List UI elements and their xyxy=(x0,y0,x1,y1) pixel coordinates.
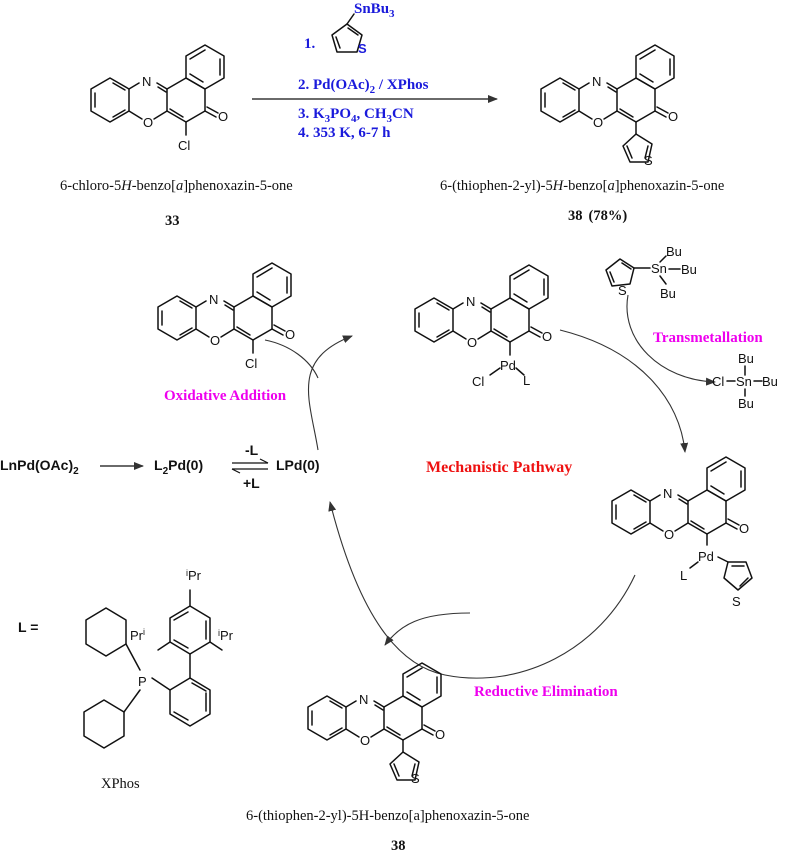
cycle-product-number: 38 xyxy=(391,838,406,854)
svg-text:S: S xyxy=(358,41,367,56)
svg-text:Pd: Pd xyxy=(698,549,714,564)
svg-text:Bu: Bu xyxy=(660,286,676,301)
svg-text:S: S xyxy=(732,594,741,609)
svg-text:L: L xyxy=(680,568,687,583)
svg-text:Sn: Sn xyxy=(651,261,667,276)
step-3: 3. K3PO4, CH3CN xyxy=(298,106,414,125)
transmetallation-arrow xyxy=(626,294,716,386)
l2pd0-label: L2Pd(0) xyxy=(154,457,203,477)
svg-text:Bu: Bu xyxy=(762,374,778,389)
step-1: 1. xyxy=(304,36,316,52)
cycle-arc-top-left xyxy=(307,335,353,451)
mechanistic-pathway-title: Mechanistic Pathway xyxy=(426,459,572,476)
transmetallation-label: Transmetallation xyxy=(653,330,763,346)
svg-text:Pd: Pd xyxy=(500,358,516,373)
svg-text:Cl: Cl xyxy=(472,374,484,389)
lpd0-label: LPd(0) xyxy=(276,457,320,473)
oxidative-addition-label: Oxidative Addition xyxy=(164,388,287,404)
cycle-substrate-33: Cl xyxy=(157,262,296,371)
pd-chloride-intermediate: Pd Cl L xyxy=(414,264,553,389)
chlorotributyltin-byproduct: Cl Sn Bu Bu Bu xyxy=(712,351,778,411)
product-38-number-yield: 38(78%) xyxy=(568,208,627,224)
svg-text:S: S xyxy=(644,153,653,168)
svg-text:S: S xyxy=(618,283,627,298)
tributylstannyl-thiophene-reagent: SnBu3 S xyxy=(331,1,395,56)
ligand-l-equals: L = xyxy=(18,619,38,635)
product-38-name: 6-(thiophen-2-yl)-5H-benzo[a]phenoxazin-… xyxy=(440,178,724,194)
step-4: 4. 353 K, 6-7 h xyxy=(298,125,391,141)
reductive-elimination-arrow xyxy=(384,612,471,646)
cycle-product-38: S xyxy=(307,662,446,786)
ipr-top-label: iPr xyxy=(186,568,202,583)
transmetallation-stannane: Sn Bu Bu Bu S xyxy=(605,244,697,301)
ipr-right-label: iPr xyxy=(218,628,234,643)
svg-text:Cl: Cl xyxy=(712,374,724,389)
step-2: 2. Pd(OAc)2 / XPhos xyxy=(298,77,429,96)
reductive-elimination-label: Reductive Elimination xyxy=(474,684,618,700)
svg-text:Sn: Sn xyxy=(736,374,752,389)
svg-text:S: S xyxy=(411,771,420,786)
xphos-structure: P iPr iPr Pri xyxy=(83,568,234,749)
reactant-33-number: 33 xyxy=(165,213,180,229)
cycle-arc-top-right xyxy=(559,329,689,453)
precatalyst-label: LnPd(OAc)2 xyxy=(0,457,79,477)
cycle-product-name: 6-(thiophen-2-yl)-5H-benzo[a]phenoxazin-… xyxy=(246,808,529,824)
svg-text:Bu: Bu xyxy=(666,244,682,259)
chlorine-label: Cl xyxy=(178,138,190,153)
ipr-left-label: Pri xyxy=(130,627,145,643)
phosphorus-label: P xyxy=(138,674,147,689)
equilibrium-forward-head xyxy=(259,458,269,464)
cycle-arc-bottom-right xyxy=(328,501,636,679)
svg-text:L: L xyxy=(523,373,530,388)
svg-text:Bu: Bu xyxy=(738,396,754,411)
plus-l-label: +L xyxy=(243,475,260,491)
svg-text:Bu: Bu xyxy=(738,351,754,366)
reactant-33-name: 6-chloro-5H-benzo[a]phenoxazin-5-one xyxy=(60,178,293,194)
reactant-33-structure: Cl xyxy=(90,44,229,153)
equilibrium-back-head xyxy=(231,468,241,474)
minus-l-label: -L xyxy=(245,442,259,458)
xphos-name: XPhos xyxy=(101,776,140,792)
svg-text:Bu: Bu xyxy=(681,262,697,277)
pd-thienyl-intermediate: Pd L S xyxy=(611,456,753,609)
svg-text:Cl: Cl xyxy=(245,356,257,371)
oxidative-addition-arrow xyxy=(264,339,319,379)
product-38-structure: S xyxy=(540,44,679,168)
svg-text:SnBu3: SnBu3 xyxy=(354,1,395,20)
